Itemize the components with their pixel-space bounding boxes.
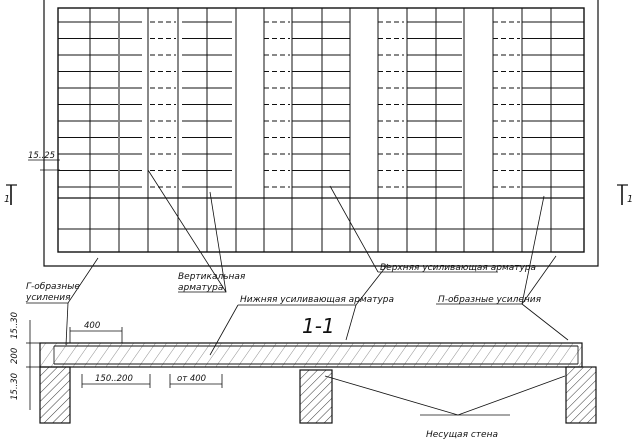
reinforcement-plan [43, 0, 599, 267]
dim-400-top: 400 [84, 321, 100, 331]
label-vertical-rebar: Вертикальная [178, 272, 246, 282]
bearing-walls [39, 366, 597, 424]
section-mark-left: 1 [4, 184, 17, 205]
section-mark-right: 1 [617, 184, 633, 205]
bearing-wall-middle [299, 369, 333, 424]
bearing-wall-left [39, 366, 71, 424]
dim-15-30-top: 15..30 [10, 312, 20, 339]
slab-section [39, 342, 583, 368]
step-dimension: 15..25 [28, 151, 60, 171]
label-g-reinforcement: Г-образные [26, 282, 80, 292]
label-vertical-rebar-2: арматура [178, 283, 223, 293]
reinforcement-mesh [57, 8, 585, 252]
bearing-wall-right [565, 366, 597, 424]
dim-15-30-bottom: 15..30 [10, 373, 20, 400]
label-bearing-wall: Несущая стена [426, 430, 498, 440]
label-p-reinforcement: П-образные усиления [438, 295, 542, 305]
dim-200: 200 [10, 348, 20, 364]
step-dimension-label: 15..25 [28, 151, 55, 161]
label-g-reinforcement-2: усиления [25, 293, 71, 303]
label-top-rebar: Верхняя усиливающая арматура [380, 263, 536, 273]
leader-lines [26, 169, 569, 416]
label-bottom-rebar: Нижняя усиливающая арматура [240, 295, 394, 305]
section-title: 1-1 [302, 314, 335, 338]
dim-150-200: 150..200 [95, 374, 133, 384]
section-mark-number: 1 [4, 194, 10, 205]
section-mark-number: 1 [627, 194, 633, 205]
dim-from-400: от 400 [177, 374, 206, 384]
section-dimensions [26, 320, 223, 410]
